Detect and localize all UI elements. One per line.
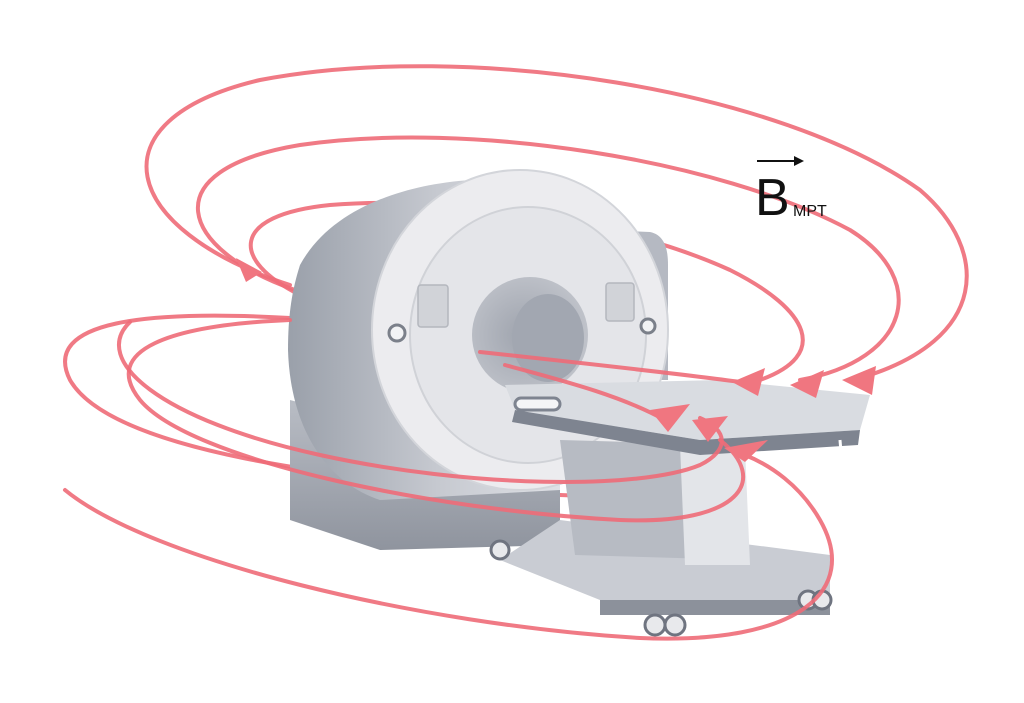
field-direction-arrow-icon — [732, 368, 765, 396]
mri-scanner-illustration — [288, 169, 870, 637]
field-line-front-1 — [478, 350, 742, 384]
field-direction-arrow-icon — [650, 404, 690, 432]
table-column-front — [680, 445, 750, 565]
table-side-rail — [838, 439, 847, 501]
field-symbol: B — [755, 169, 790, 227]
field-line-front-4 — [63, 453, 834, 641]
scanner-panel-right — [605, 282, 635, 322]
field-label: B MPT — [755, 156, 827, 227]
scanner-panel-left — [417, 284, 449, 328]
field-direction-arrow-icon — [790, 370, 824, 398]
table-top-edge — [512, 410, 860, 455]
table-top — [505, 380, 870, 440]
field-direction-arrow-icon — [724, 440, 768, 462]
field-line-front-3 — [126, 318, 746, 523]
wheel-icon — [489, 539, 511, 561]
field-lines-front — [63, 318, 834, 641]
wheel-icon — [643, 613, 667, 637]
field-line-outer-top — [144, 64, 969, 380]
field-subscript: MPT — [793, 203, 827, 220]
field-line-mid-top — [195, 135, 901, 382]
table-handle — [513, 396, 562, 412]
field-direction-arrow-icon — [236, 258, 262, 282]
table-lower-base-side — [600, 600, 830, 615]
scanner-button-left-icon — [387, 323, 407, 343]
wheel-icon — [663, 613, 687, 637]
field-direction-arrows — [236, 258, 876, 462]
table-wheels — [489, 539, 833, 637]
field-direction-arrow-icon — [842, 366, 876, 395]
field-line-front-2 — [117, 320, 724, 484]
vector-arrow-head-icon — [794, 156, 804, 166]
field-direction-arrow-icon — [692, 416, 728, 442]
field-line-front-5 — [503, 363, 667, 422]
scanner-button-right-icon — [639, 317, 657, 335]
